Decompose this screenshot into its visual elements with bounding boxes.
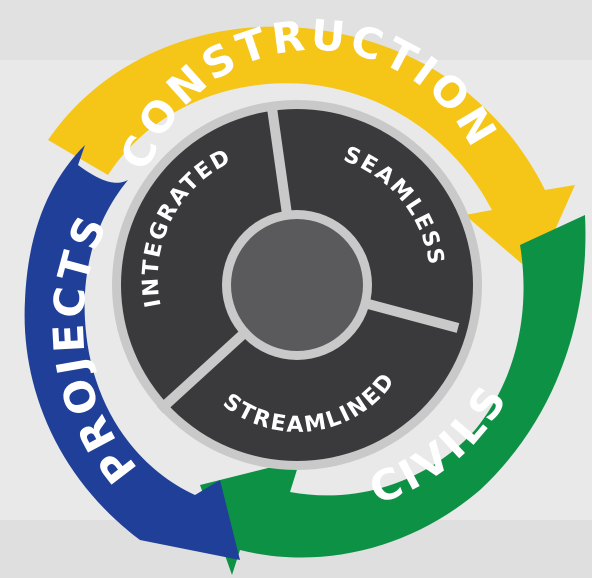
segment-construction (48, 26, 575, 275)
segment-projects (24, 145, 241, 560)
segment-civils (200, 215, 586, 575)
hub (231, 219, 363, 351)
